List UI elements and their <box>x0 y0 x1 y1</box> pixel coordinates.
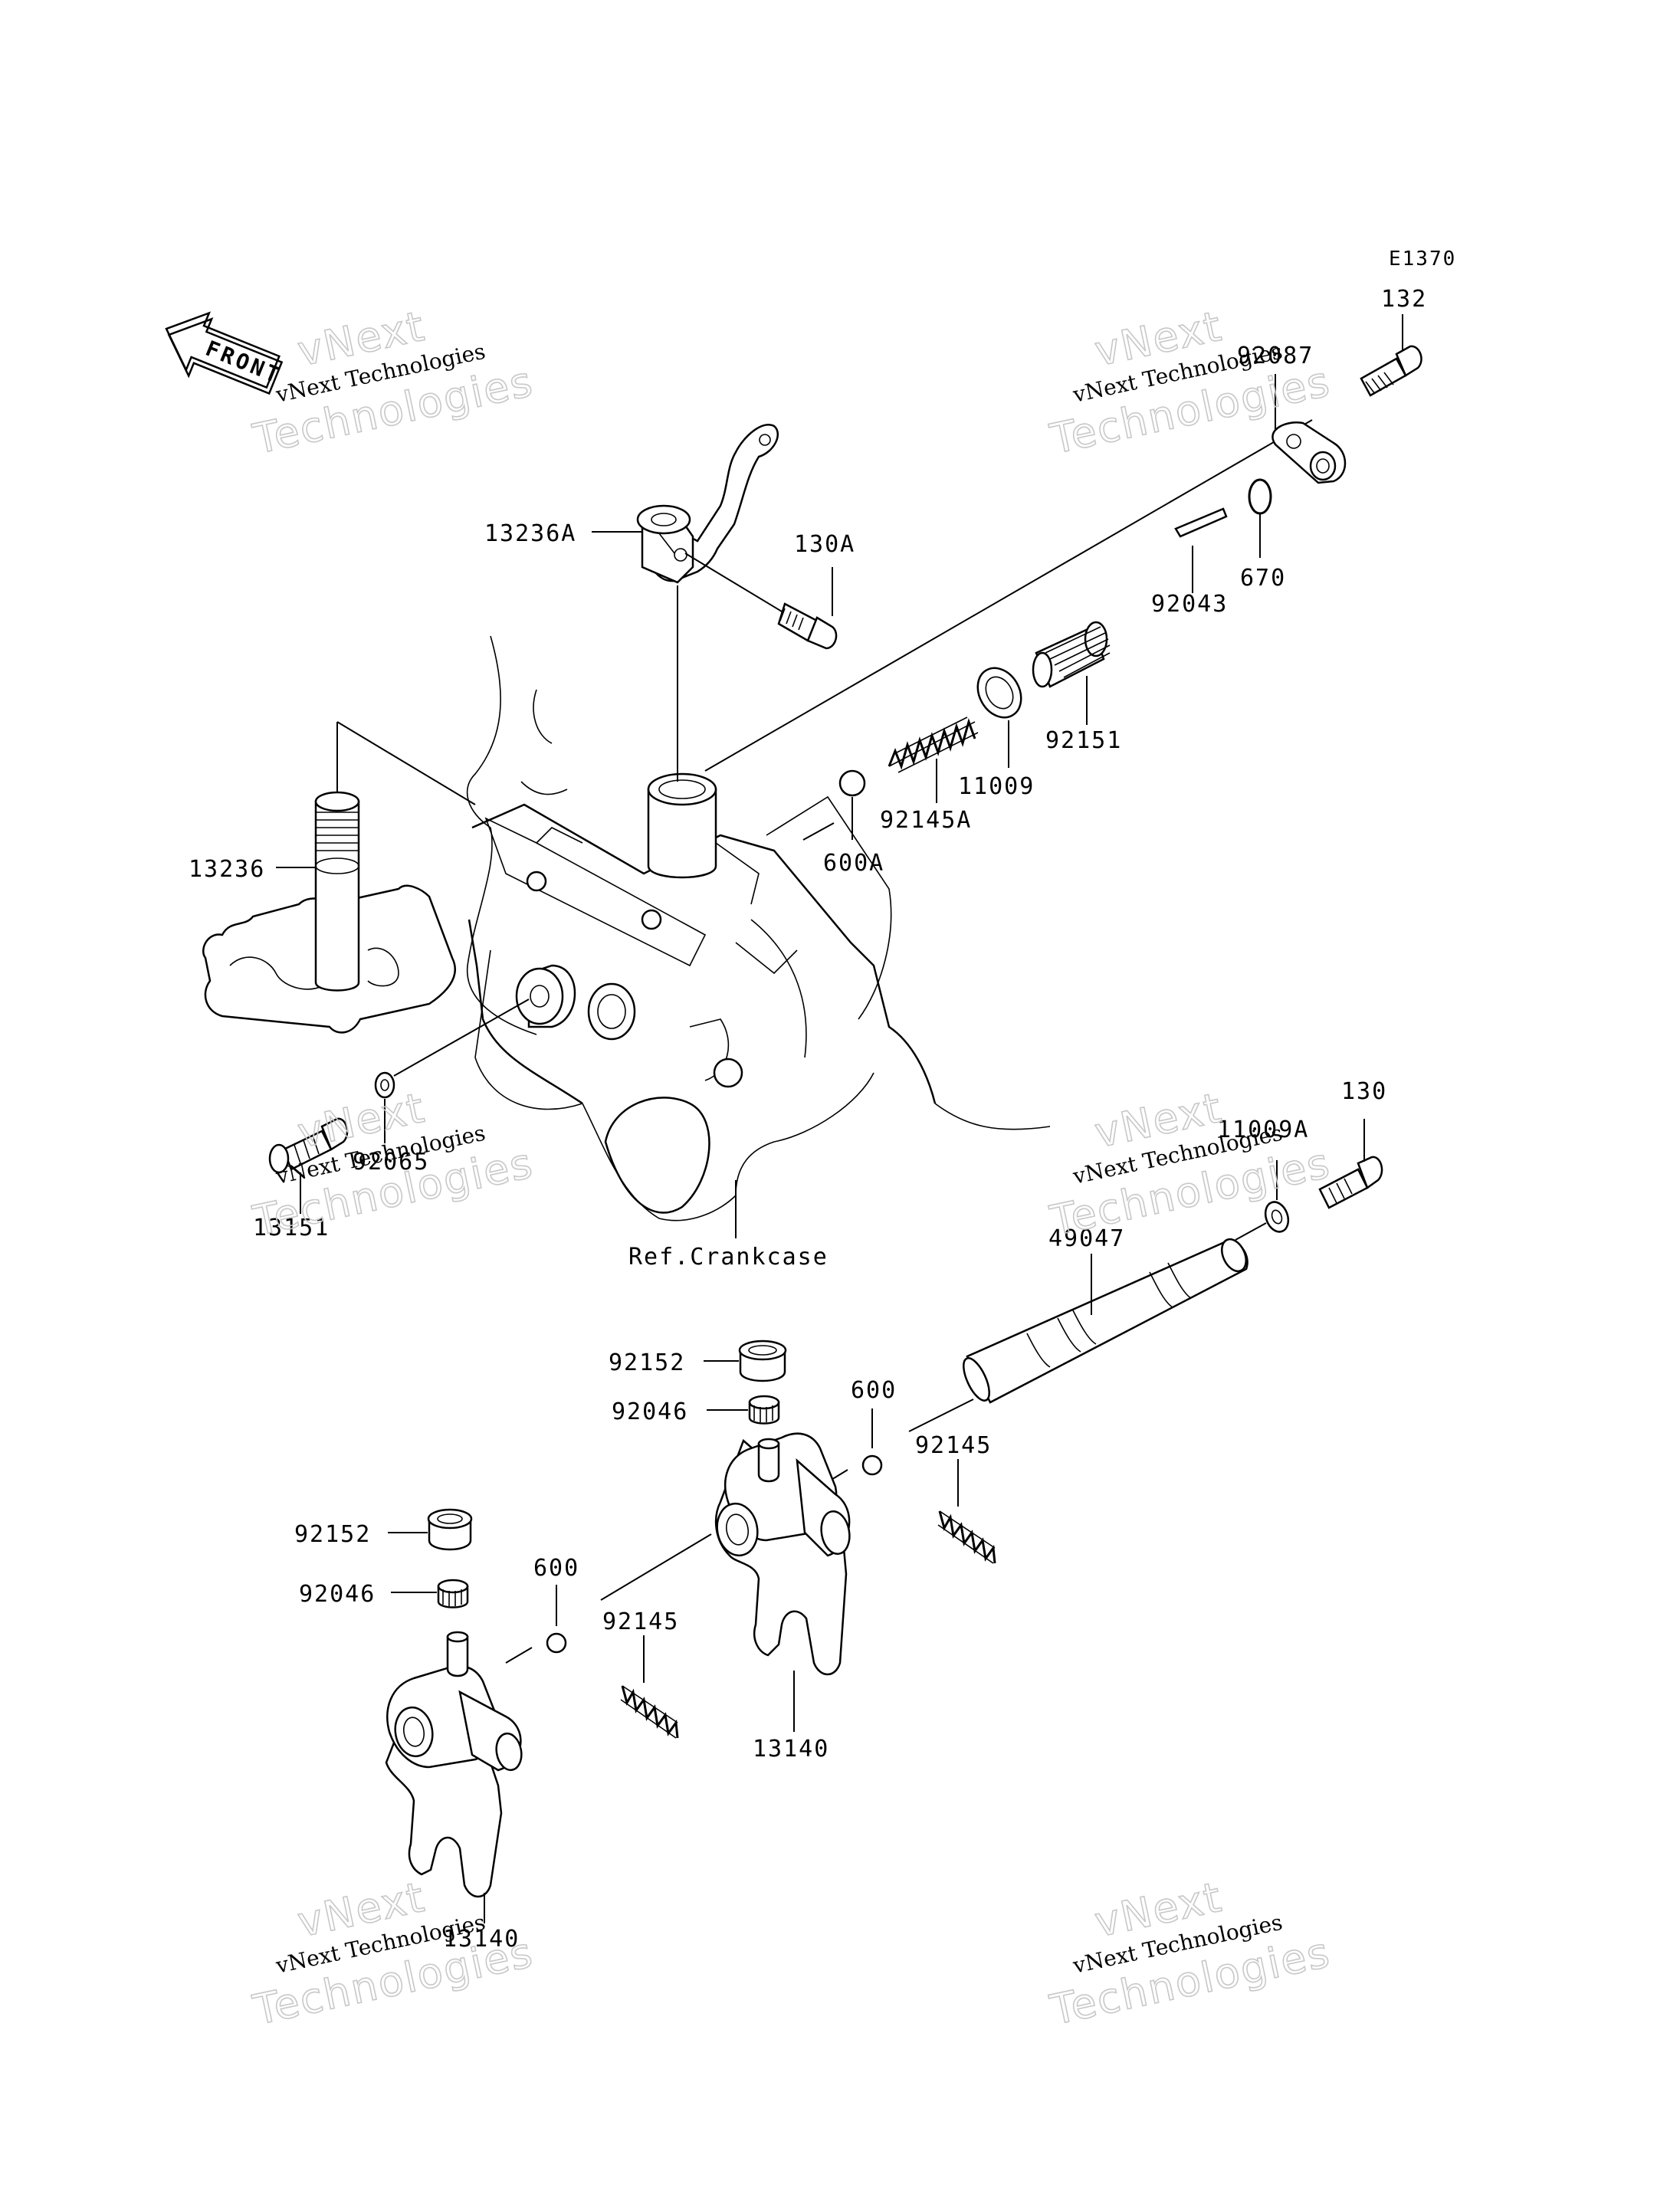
bearing-92046-lower <box>391 1579 469 1608</box>
gasket-11009 <box>976 667 1022 768</box>
label-92152-lower: 92152 <box>294 1521 371 1548</box>
bushing-92152-lower <box>388 1508 473 1551</box>
crankcase-shaft-boss <box>647 772 760 905</box>
label-92046-upper: 92046 <box>612 1399 688 1425</box>
label-92065: 92065 <box>353 1149 429 1176</box>
axis-line-upper <box>704 419 1313 772</box>
label-132: 132 <box>1381 286 1427 313</box>
spring-92145-lower <box>620 1635 679 1739</box>
plug-92151 <box>1032 621 1111 725</box>
label-11009A: 11009A <box>1217 1117 1309 1143</box>
bolt-130 <box>1318 1119 1383 1209</box>
shift-shaft-13236 <box>202 721 476 1034</box>
label-13140-upper: 13140 <box>753 1736 829 1763</box>
shift-fork-13140-upper <box>714 1432 851 1732</box>
label-92046-lower: 92046 <box>299 1581 376 1608</box>
front-arrow-icon: FRONT <box>165 311 286 395</box>
label-13140-lower: 13140 <box>443 1926 520 1953</box>
label-92145A: 92145A <box>880 807 972 834</box>
crankcase-bosses <box>515 964 636 1041</box>
label-92087: 92087 <box>1237 343 1314 369</box>
spring-92145A <box>888 716 979 803</box>
shift-rod-49047 <box>908 1222 1267 1432</box>
label-92145-lower: 92145 <box>602 1608 679 1635</box>
watermark-bottom-right: vNext vNext Technologies Technologies <box>1045 1872 1335 2035</box>
ball-600-lower <box>546 1632 567 1654</box>
label-11009: 11009 <box>958 773 1035 800</box>
spring-92145-upper <box>937 1459 996 1564</box>
axis-dash <box>802 822 835 841</box>
bolt-132 <box>1360 314 1422 397</box>
ball-600-upper <box>861 1454 883 1476</box>
bushing-92152-upper <box>704 1340 787 1382</box>
crankcase-outline <box>466 635 1051 1221</box>
washer-92065 <box>374 998 530 1143</box>
ref-crankcase-label: Ref.Crankcase <box>628 1244 829 1271</box>
label-670: 670 <box>1240 565 1286 592</box>
bolt-130A <box>684 553 838 650</box>
bolt-13151 <box>268 1117 349 1214</box>
diagram-code: E1370 <box>1389 248 1456 271</box>
label-600A: 600A <box>823 850 884 877</box>
ball-600A <box>838 769 866 797</box>
label-92151: 92151 <box>1045 727 1122 754</box>
label-13236: 13236 <box>189 856 265 883</box>
shift-fork-13140-lower <box>385 1631 523 1923</box>
bearing-92046-upper <box>707 1395 780 1425</box>
label-92152-upper: 92152 <box>609 1349 685 1376</box>
label-13236A: 13236A <box>484 520 576 547</box>
label-92043: 92043 <box>1151 591 1228 618</box>
label-92145-upper: 92145 <box>915 1432 992 1459</box>
oring-670 <box>1248 478 1272 515</box>
pin-92043 <box>1174 507 1228 538</box>
label-130: 130 <box>1341 1078 1387 1105</box>
label-130A: 130A <box>794 531 855 558</box>
label-13151: 13151 <box>253 1215 330 1241</box>
label-49047: 49047 <box>1048 1225 1125 1252</box>
shift-arm-13236A <box>636 424 779 584</box>
bracket-92087 <box>1271 374 1347 484</box>
label-600-upper: 600 <box>851 1377 897 1404</box>
washer-11009A <box>1264 1160 1290 1233</box>
label-600-lower: 600 <box>533 1555 579 1582</box>
